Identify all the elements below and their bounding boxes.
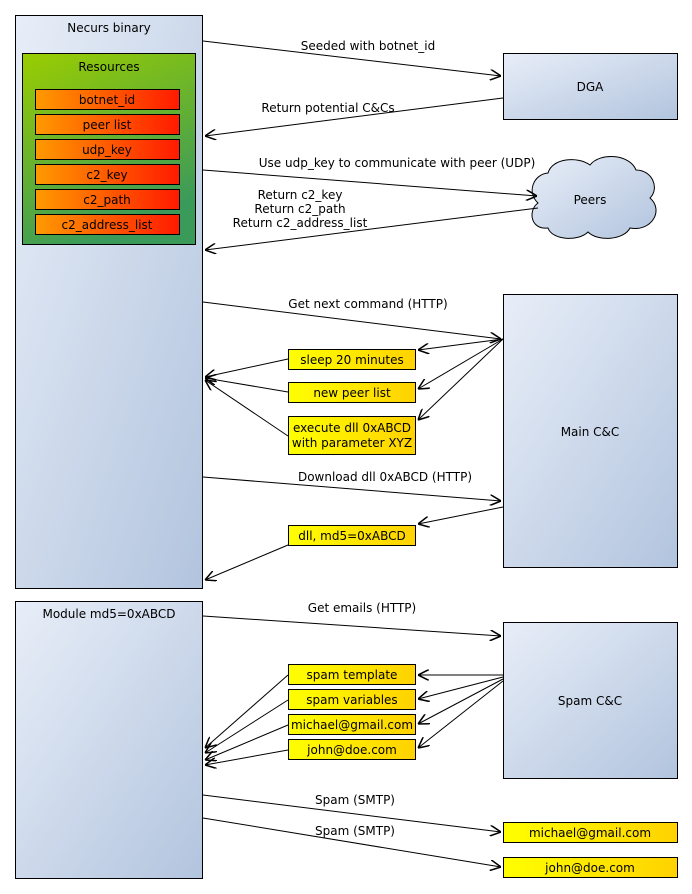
arrow-execute-to-necurs <box>205 380 289 437</box>
resource-item: peer list <box>35 114 180 135</box>
peers-title: Peers <box>574 193 607 207</box>
arrow-main-to-new-peer <box>418 338 504 389</box>
spam-item: spam variables <box>288 689 416 710</box>
resource-item-label: botnet_id <box>79 93 135 107</box>
spam-item: john@doe.com <box>288 739 416 760</box>
label-return-ccs: Return potential C&Cs <box>261 101 394 115</box>
arrow-seeded <box>202 40 501 76</box>
label-return-c2-key: Return c2_key <box>258 188 343 202</box>
recipient-michael: michael@gmail.com <box>503 822 678 843</box>
label-download-dll: Download dll 0xABCD (HTTP) <box>298 470 472 484</box>
label-get-next-command: Get next command (HTTP) <box>288 297 447 311</box>
spam-item: michael@gmail.com <box>288 714 416 735</box>
resources-title: Resources <box>78 60 139 74</box>
command-sleep: sleep 20 minutes <box>288 349 416 370</box>
label-spam-2: Spam (SMTP) <box>315 824 395 838</box>
spam-cc-box: Spam C&C <box>503 622 678 779</box>
arrow-download-dll <box>202 476 501 501</box>
arrow-spam-to-john <box>202 817 501 867</box>
resource-item-label: c2_key <box>86 168 127 182</box>
dga-box: DGA <box>503 53 678 120</box>
resource-item: c2_path <box>35 189 180 210</box>
arrow-return-ccs <box>205 97 504 136</box>
label-seeded: Seeded with botnet_id <box>301 39 435 53</box>
label-spam-1: Spam (SMTP) <box>315 793 395 807</box>
arrow-spam-to-michael <box>202 794 501 832</box>
arrow-get-emails <box>202 615 501 636</box>
resource-item-label: peer list <box>83 118 132 132</box>
resource-item-label: c2_path <box>83 193 131 207</box>
command-execute-line2: with parameter XYZ <box>292 436 412 450</box>
command-new-peer-list-label: new peer list <box>313 386 391 400</box>
resource-item: c2_address_list <box>35 214 180 235</box>
arrow-use-udp <box>202 169 537 196</box>
arrow-john-to-module <box>205 749 289 765</box>
arrow-main-to-dll <box>418 506 504 524</box>
command-execute-dll: execute dll 0xABCD with parameter XYZ <box>288 416 416 455</box>
dga-title: DGA <box>577 80 605 94</box>
arrows <box>202 40 539 867</box>
arrow-main-to-sleep <box>418 338 504 350</box>
main-cc-title: Main C&C <box>561 425 620 439</box>
arrow-return-c2 <box>205 207 539 250</box>
label-use-udp: Use udp_key to communicate with peer (UD… <box>259 156 536 170</box>
resource-item-label: c2_address_list <box>61 218 152 232</box>
spam-cc-title: Spam C&C <box>558 694 622 708</box>
arrow-spamcc-to-john <box>418 680 504 748</box>
command-execute-line1: execute dll 0xABCD <box>293 421 411 435</box>
necurs-binary-title: Necurs binary <box>67 21 151 35</box>
label-return-c2-path: Return c2_path <box>254 202 345 216</box>
arrow-spamcc-to-michael <box>418 678 504 724</box>
arrow-main-to-execute <box>418 338 504 420</box>
arrow-sleep-to-necurs <box>205 358 289 377</box>
resource-item-label: udp_key <box>82 143 132 157</box>
resource-list: botnet_id peer list udp_key c2_key c2_pa… <box>35 89 180 235</box>
arrow-dll-to-necurs <box>205 544 289 580</box>
label-return-c2-list: Return c2_address_list <box>233 216 368 230</box>
arrow-get-next-command <box>202 301 501 339</box>
arrow-variables-to-module <box>205 699 289 753</box>
label-get-emails: Get emails (HTTP) <box>308 601 416 615</box>
resource-item: c2_key <box>35 164 180 185</box>
main-cc-box: Main C&C <box>503 294 678 568</box>
recipient-michael-label: michael@gmail.com <box>529 826 651 840</box>
spam-item-label: spam template <box>307 668 398 682</box>
spam-item: spam template <box>288 664 416 685</box>
arrow-template-to-module <box>205 674 289 748</box>
dll-md5-label: dll, md5=0xABCD <box>298 529 406 543</box>
command-sleep-label: sleep 20 minutes <box>300 353 403 367</box>
resource-item: udp_key <box>35 139 180 160</box>
recipient-john-label: john@doe.com <box>544 861 635 875</box>
module-box: Module md5=0xABCD <box>15 601 203 879</box>
arrow-michael-to-module <box>205 724 289 760</box>
spam-item-label: john@doe.com <box>306 743 397 757</box>
spam-item-label: michael@gmail.com <box>291 718 413 732</box>
spam-item-list: spam template spam variables michael@gma… <box>288 664 416 760</box>
recipient-john: john@doe.com <box>503 857 678 878</box>
dll-md5-message: dll, md5=0xABCD <box>288 525 416 546</box>
spam-item-label: spam variables <box>306 693 397 707</box>
module-title: Module md5=0xABCD <box>42 607 175 621</box>
resource-item: botnet_id <box>35 89 180 110</box>
arrow-spamcc-to-variables <box>418 676 504 699</box>
peers-cloud: Peers <box>531 156 657 239</box>
arrow-newpeer-to-necurs <box>205 378 289 393</box>
command-new-peer-list: new peer list <box>288 382 416 403</box>
